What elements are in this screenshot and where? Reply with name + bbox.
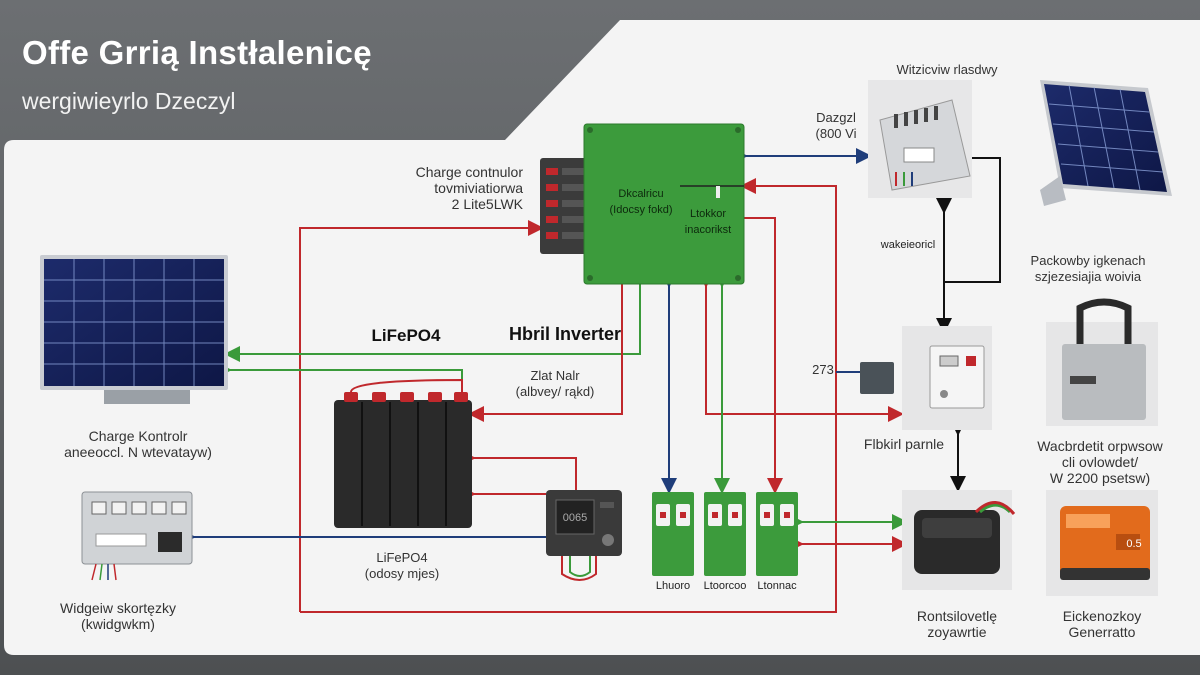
solar-panel-right [1040,80,1172,206]
battery-bank [334,378,472,528]
label-charge-controller: Charge contnulor tovmiviatiorwa 2 Lite5L… [415,164,523,212]
label-inverter-box: Dkcalricu (Idocsy fokd) [609,188,673,216]
wiring [180,148,1001,613]
label-wakeieoricl: wakeieoricl [880,239,936,251]
wire-red-breaker-a [698,272,904,422]
label-zlatnalr: Zlat Nalr (albvey/ rąkd) [515,368,595,399]
label-hybrid-inverter: Hbril Inverter [508,324,622,344]
hybrid-inverter-box [583,123,745,285]
controller-unit-left [81,491,193,581]
distribution-box [868,80,972,198]
page-subtitle: wergiwieyrlo Dzeczyl [22,88,236,114]
label-lifepo4-mid: LiFePO4 [371,326,441,345]
page-title: Offe Grrią Instłalenicę [22,34,372,71]
label-eickenozkoy: Eickenozkoy Generratto [1062,608,1142,640]
label-breaker-1: Lhuoro [655,580,691,592]
label-rontsilovetle: Rontsilovetlę zoyawrtie [916,608,998,640]
wire-red-batt-2 [460,450,577,492]
label-inverter-box-2: Ltokkor inacorikst [684,208,732,236]
wire-red-left-loop [299,220,544,612]
label-flbkirl: Flbkirl parnle [863,436,945,452]
flbkirl-panel [902,326,992,430]
meter-screen-text: 0065 [562,512,588,524]
generator-unit [1046,490,1158,596]
wire-red-breaker-b [738,217,783,494]
label-dazgzl: Dazgzl (800 Vi [815,110,857,141]
battery-meter [546,490,622,581]
label-widgeiw: Widgeiw skortęzky (kwidgwkm) [60,600,176,632]
wire-black-2 [944,157,1001,283]
label-charge-kontrolr: Charge Kontrolr aneeoccl. N wtevatayw) [64,428,212,460]
label-273: 273 [812,362,834,377]
breakers [652,492,798,576]
label-packowby: Packowby igkenach szjezesiajia woivia [1030,253,1146,284]
label-breaker-2: Ltoorcoo [703,580,747,592]
wacbrdetit-unit [1046,298,1158,426]
solar-panel-left [40,255,228,404]
wire-red-batt-1 [468,284,623,422]
backup-battery-device [902,490,1016,590]
label-witzicviw: Witzicviw rlasdwy [896,62,998,77]
label-wacbrdetit: Wacbrdetit orpwsow cli ovlowdet/ W 2200 … [1037,438,1163,486]
label-lifepo4-bottom: LiFePO4 (odosy mjes) [364,550,440,581]
generator-tag: 0.5 [1126,538,1142,550]
label-breaker-3: Ltonnac [757,580,797,592]
small-sensor [860,362,894,394]
